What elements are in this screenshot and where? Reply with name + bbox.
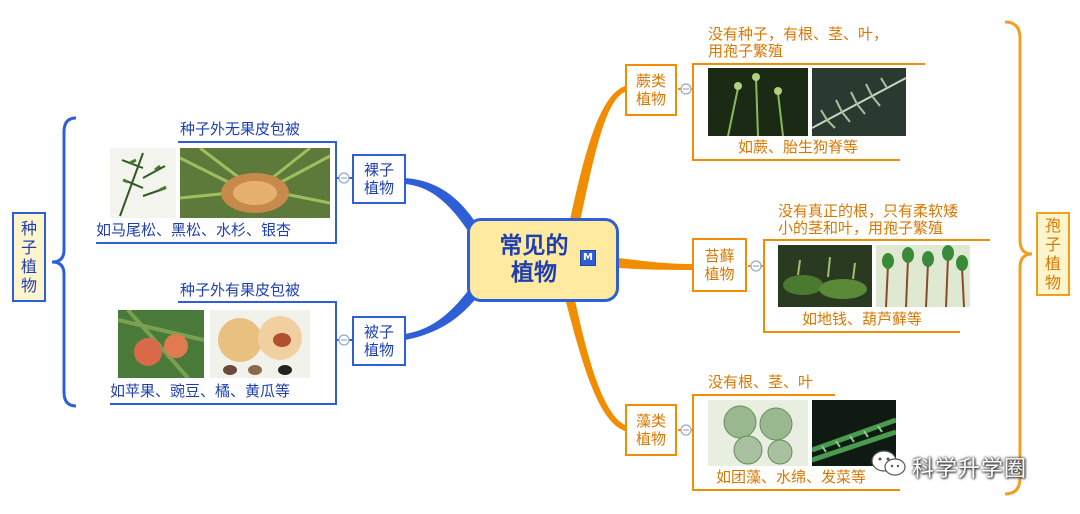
gymnosperm-node[interactable]: 裸子 植物 — [352, 154, 406, 204]
angiosperm-note: 种子外有果皮包被 — [180, 281, 301, 299]
algae-note: 没有根、茎、叶 — [708, 373, 814, 391]
collapse-circle-icon[interactable] — [338, 172, 350, 184]
mindmap-badge-icon: M — [580, 250, 596, 266]
seed-plants-label: 种子 植物 — [12, 212, 46, 302]
group-frame-moss — [763, 239, 990, 333]
gymnosperm-note: 种子外无果皮包被 — [180, 120, 301, 138]
moss-note: 没有真正的根，只有柔软矮 小的茎和叶，用孢子繁殖 — [778, 202, 959, 237]
gymnosperm-examples: 如马尾松、黑松、水杉、银杏 — [96, 221, 292, 239]
moss-node[interactable]: 苔藓 植物 — [692, 238, 747, 292]
wechat-icon — [871, 450, 906, 476]
connector-center-algae — [566, 300, 625, 431]
group-frame-gymno — [96, 141, 337, 244]
connector-center-gymno — [405, 178, 478, 234]
angiosperm-node[interactable]: 被子 植物 — [352, 316, 406, 366]
watermark-text: 科学升学圈 — [912, 457, 1028, 482]
connector-center-fern — [570, 86, 625, 222]
center-node[interactable]: 常见的 植物 — [467, 218, 619, 302]
angiosperm-examples: 如苹果、豌豆、橘、黄瓜等 — [110, 382, 291, 400]
fern-frond-photo — [812, 68, 906, 136]
group-frame-fern — [692, 63, 925, 161]
peach-photo — [210, 310, 310, 378]
spore-plants-label: 孢子 植物 — [1036, 212, 1070, 296]
apple-photo — [118, 310, 204, 378]
cycad-photo — [180, 148, 330, 218]
connector-center-angio — [405, 288, 478, 340]
left-brace — [51, 116, 77, 408]
connector-center-moss — [619, 258, 692, 270]
collapse-circle-icon[interactable] — [338, 334, 350, 346]
algae-examples: 如团藻、水绵、发菜等 — [716, 468, 867, 486]
fern-node[interactable]: 蕨类 植物 — [625, 64, 677, 116]
group-frame-angio — [110, 301, 337, 405]
fern-note: 没有种子，有根、茎、叶， 用孢子繁殖 — [708, 25, 889, 60]
collapse-circle-icon[interactable] — [680, 424, 692, 436]
moss-capsule-photo — [876, 245, 970, 307]
spirogyra-photo — [812, 400, 896, 466]
liverwort-photo — [778, 245, 872, 307]
pine-branch-photo — [110, 148, 176, 218]
fern-sprout-photo — [708, 68, 808, 136]
collapse-circle-icon[interactable] — [750, 260, 762, 272]
group-frame-algae — [692, 394, 900, 491]
right-brace — [1004, 20, 1033, 496]
algae-node[interactable]: 藻类 植物 — [625, 404, 677, 456]
moss-examples: 如地钱、葫芦藓等 — [802, 310, 923, 328]
collapse-circle-icon[interactable] — [680, 83, 692, 95]
fern-examples: 如蕨、胎生狗脊等 — [738, 138, 859, 156]
volvox-photo — [708, 400, 808, 466]
